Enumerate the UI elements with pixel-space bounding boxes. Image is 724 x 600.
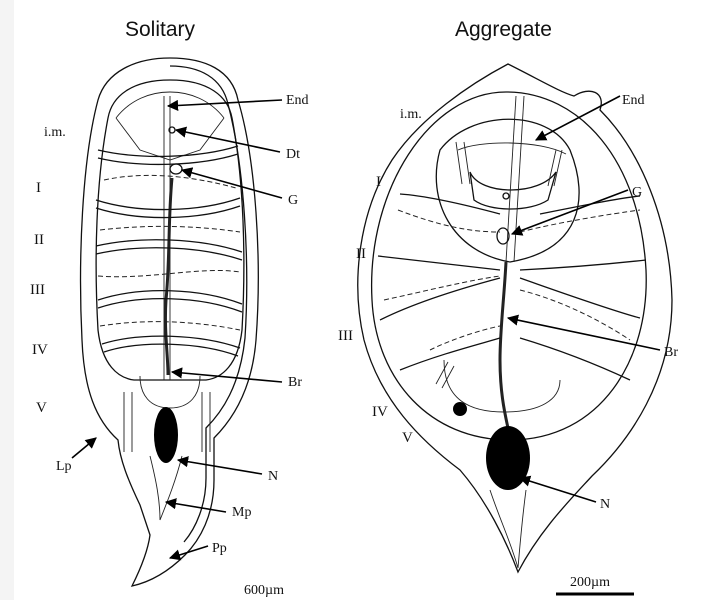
aggregate-muscle-II-right bbox=[520, 260, 646, 270]
aggregate-muscle-II-left bbox=[378, 256, 500, 270]
solitary-arrow-mp bbox=[166, 502, 226, 512]
solitary-arrow-lp bbox=[72, 438, 96, 458]
aggregate-dashed-1 bbox=[398, 210, 500, 232]
solitary-label-mp: Mp bbox=[232, 505, 251, 520]
solitary-arrow-n bbox=[178, 460, 262, 474]
aggregate-panel: Aggregate bbox=[338, 18, 678, 594]
solitary-roman-IV: IV bbox=[32, 342, 48, 358]
aggregate-small-dot bbox=[453, 402, 467, 416]
solitary-muscle-II bbox=[96, 198, 240, 210]
solitary-roman-III: III bbox=[30, 282, 45, 298]
aggregate-muscle-IV-right bbox=[520, 338, 630, 380]
solitary-nucleus bbox=[154, 407, 178, 463]
aggregate-small-circle bbox=[503, 193, 509, 199]
solitary-arrow-pp bbox=[170, 546, 208, 558]
aggregate-endostyle-cup bbox=[470, 172, 556, 209]
aggregate-dashed-2 bbox=[520, 210, 640, 232]
aggregate-tunic bbox=[358, 64, 672, 572]
aggregate-roman-II: II bbox=[356, 246, 366, 262]
aggregate-dashed-3 bbox=[384, 276, 500, 300]
solitary-label-im: i.m. bbox=[44, 125, 66, 140]
aggregate-endostyle-line-2 bbox=[514, 96, 524, 262]
solitary-panel: Solitary bbox=[30, 18, 309, 598]
aggregate-oral-arc bbox=[458, 143, 566, 154]
solitary-label-lp: Lp bbox=[56, 459, 72, 474]
solitary-scale-label: 600µm bbox=[244, 583, 284, 598]
aggregate-roman-I: I bbox=[376, 174, 381, 190]
aggregate-muscle-III-right bbox=[520, 278, 640, 318]
aggregate-label-n: N bbox=[600, 497, 610, 512]
solitary-label-end: End bbox=[286, 93, 309, 108]
aggregate-muscle-IV-left bbox=[400, 338, 500, 370]
aggregate-label-end: End bbox=[622, 93, 645, 108]
solitary-gut-cup bbox=[140, 376, 200, 408]
aggregate-nucleus bbox=[486, 426, 530, 490]
solitary-label-pp: Pp bbox=[212, 541, 227, 556]
aggregate-label-im: i.m. bbox=[400, 107, 422, 122]
solitary-label-dt: Dt bbox=[286, 147, 300, 162]
aggregate-label-br: Br bbox=[664, 345, 678, 360]
aggregate-muscle-III-left bbox=[380, 278, 500, 320]
aggregate-body bbox=[372, 92, 647, 440]
aggregate-roman-V: V bbox=[402, 430, 413, 446]
aggregate-dashed-5 bbox=[430, 326, 500, 350]
aggregate-endostyle-line bbox=[506, 96, 516, 262]
solitary-ganglion bbox=[170, 164, 182, 174]
solitary-roman-I: I bbox=[36, 180, 41, 196]
aggregate-scale-label: 200µm bbox=[570, 575, 610, 590]
aggregate-roman-III: III bbox=[338, 328, 353, 344]
aggregate-arrow-n bbox=[520, 478, 596, 502]
solitary-branchial-bar bbox=[165, 178, 172, 375]
aggregate-label-g: G bbox=[632, 185, 642, 200]
aggregate-posterior bbox=[490, 490, 526, 568]
solitary-muscle-V bbox=[102, 336, 240, 348]
solitary-muscle-IIb bbox=[96, 206, 240, 218]
aggregate-oral-bars bbox=[456, 142, 562, 186]
aggregate-muscle-I-left bbox=[400, 194, 500, 214]
solitary-roman-V: V bbox=[36, 400, 47, 416]
solitary-mp bbox=[150, 456, 182, 520]
aggregate-arrow-br bbox=[508, 318, 660, 350]
solitary-muscle-I bbox=[98, 146, 238, 156]
aggregate-roman-IV: IV bbox=[372, 404, 388, 420]
aggregate-branchial-bar bbox=[500, 262, 508, 428]
solitary-label-g: G bbox=[288, 193, 298, 208]
solitary-label-br: Br bbox=[288, 375, 302, 390]
solitary-label-n: N bbox=[268, 469, 278, 484]
solitary-arrow-g bbox=[182, 170, 282, 198]
solitary-muscle-Vb bbox=[104, 344, 238, 356]
solitary-title: Solitary bbox=[125, 18, 196, 41]
solitary-roman-II: II bbox=[34, 232, 44, 248]
aggregate-gut-bars bbox=[436, 362, 454, 388]
aggregate-title: Aggregate bbox=[455, 18, 552, 41]
